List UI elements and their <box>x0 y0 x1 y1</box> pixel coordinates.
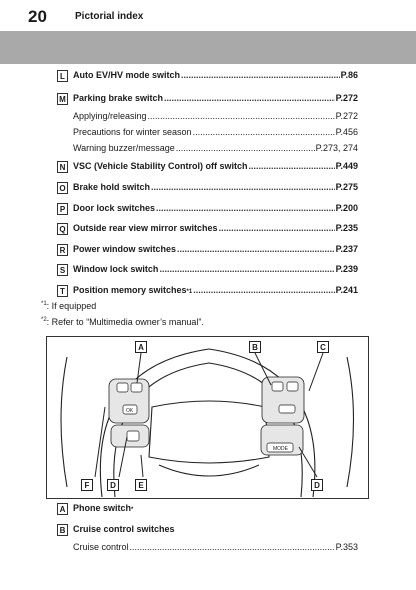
entry-letter-badge: N <box>57 161 68 173</box>
sub-entry-label: Warning buzzer/message <box>73 143 175 153</box>
steering-wheel-illustration: OK MODE <box>60 348 355 498</box>
entry-page: P.200 <box>335 203 358 213</box>
sub-entry-page: P.273, 274 <box>315 143 358 153</box>
entry-label: Position memory switches <box>73 285 187 295</box>
entry-label: Brake hold switch <box>73 182 151 192</box>
entry-label: Door lock switches <box>73 203 156 213</box>
index-entry-p[interactable]: P Door lock switches P.200 <box>57 203 358 217</box>
entry-letter-badge: T <box>57 285 68 297</box>
entry-page: P.239 <box>335 264 358 274</box>
entry-page: P.86 <box>340 70 358 80</box>
callout-d: D <box>107 479 119 491</box>
footnote-marker: *1 <box>186 289 193 295</box>
footnote: *1: If equipped <box>41 301 96 311</box>
callout-a: A <box>135 341 147 353</box>
entry-letter-badge: A <box>57 503 68 515</box>
callout-c: C <box>317 341 329 353</box>
entry-label: Auto EV/HV mode switch <box>73 70 181 80</box>
footnote-mark: *1 <box>41 301 47 307</box>
index-entry-q[interactable]: Q Outside rear view mirror switches P.235 <box>57 223 358 237</box>
entry-letter-badge: O <box>57 182 68 194</box>
index-entry-r[interactable]: R Power window switches P.237 <box>57 244 358 258</box>
index-entry-l[interactable]: L Auto EV/HV mode switch P.86 <box>57 70 358 84</box>
entry-page: P.237 <box>335 244 358 254</box>
callout-e: E <box>135 479 147 491</box>
index-entry-o[interactable]: O Brake hold switch P.275 <box>57 182 358 196</box>
footnote-text: : Refer to “Multimedia owner’s manual”. <box>46 317 204 327</box>
sub-entry-page: P.456 <box>335 127 358 137</box>
entry-letter-badge: P <box>57 203 68 215</box>
sub-entry-page: P.353 <box>335 542 358 552</box>
footnote-mark: *2 <box>41 317 47 323</box>
sub-entry[interactable]: Cruise control P.353 <box>73 542 358 552</box>
entry-label: Window lock switch <box>73 264 159 274</box>
index-entry-b[interactable]: B Cruise control switches <box>57 524 358 538</box>
entry-page: P.275 <box>335 182 358 192</box>
entry-page: P.272 <box>335 93 358 103</box>
index-entry-m[interactable]: M Parking brake switch P.272 <box>57 93 358 107</box>
footnote-marker: * <box>131 507 134 513</box>
section-title: Pictorial index <box>75 11 144 22</box>
entry-letter-badge: R <box>57 244 68 256</box>
index-entry-a[interactable]: A Phone switch* <box>57 503 358 517</box>
entry-label: Cruise control switches <box>73 524 175 534</box>
mode-button-label: MODE <box>273 446 289 452</box>
entry-page: P.241 <box>335 285 358 295</box>
sub-entry-label: Precautions for winter season <box>73 127 192 137</box>
callout-d-right: D <box>311 479 323 491</box>
index-entry-n[interactable]: N VSC (Vehicle Stability Control) off sw… <box>57 161 358 175</box>
entry-letter-badge: M <box>57 93 68 105</box>
entry-label: Power window switches <box>73 244 177 254</box>
footnote-text: : If equipped <box>46 301 97 311</box>
entry-letter-badge: B <box>57 524 68 536</box>
ok-button-label: OK <box>126 408 134 414</box>
sub-entry[interactable]: Warning buzzer/message P.273, 274 <box>73 143 358 153</box>
entry-label: Phone switch <box>73 503 132 513</box>
callout-b: B <box>249 341 261 353</box>
sub-entry[interactable]: Precautions for winter season P.456 <box>73 127 358 137</box>
page-header: 20 Pictorial index <box>0 0 416 30</box>
sub-entry-page: P.272 <box>335 111 358 121</box>
sub-entry-label: Applying/releasing <box>73 111 147 121</box>
entry-label: Outside rear view mirror switches <box>73 223 218 233</box>
index-entry-s[interactable]: S Window lock switch P.239 <box>57 264 358 278</box>
entry-label: VSC (Vehicle Stability Control) off swit… <box>73 161 248 171</box>
steering-wheel-figure: OK MODE A B C F D E D <box>46 336 369 499</box>
entry-letter-badge: Q <box>57 223 68 235</box>
entry-label: Parking brake switch <box>73 93 164 103</box>
entry-letter-badge: S <box>57 264 68 276</box>
entry-page: P.449 <box>335 161 358 171</box>
entry-page: P.235 <box>335 223 358 233</box>
callout-f: F <box>81 479 93 491</box>
sub-entry-label: Cruise control <box>73 542 129 552</box>
header-band <box>0 31 416 64</box>
footnote: *2: Refer to “Multimedia owner’s manual”… <box>41 317 204 327</box>
sub-entry[interactable]: Applying/releasing P.272 <box>73 111 358 121</box>
index-entry-t[interactable]: T Position memory switches*1 P.241 <box>57 285 358 299</box>
entry-letter-badge: L <box>57 70 68 82</box>
page-number: 20 <box>28 7 47 26</box>
